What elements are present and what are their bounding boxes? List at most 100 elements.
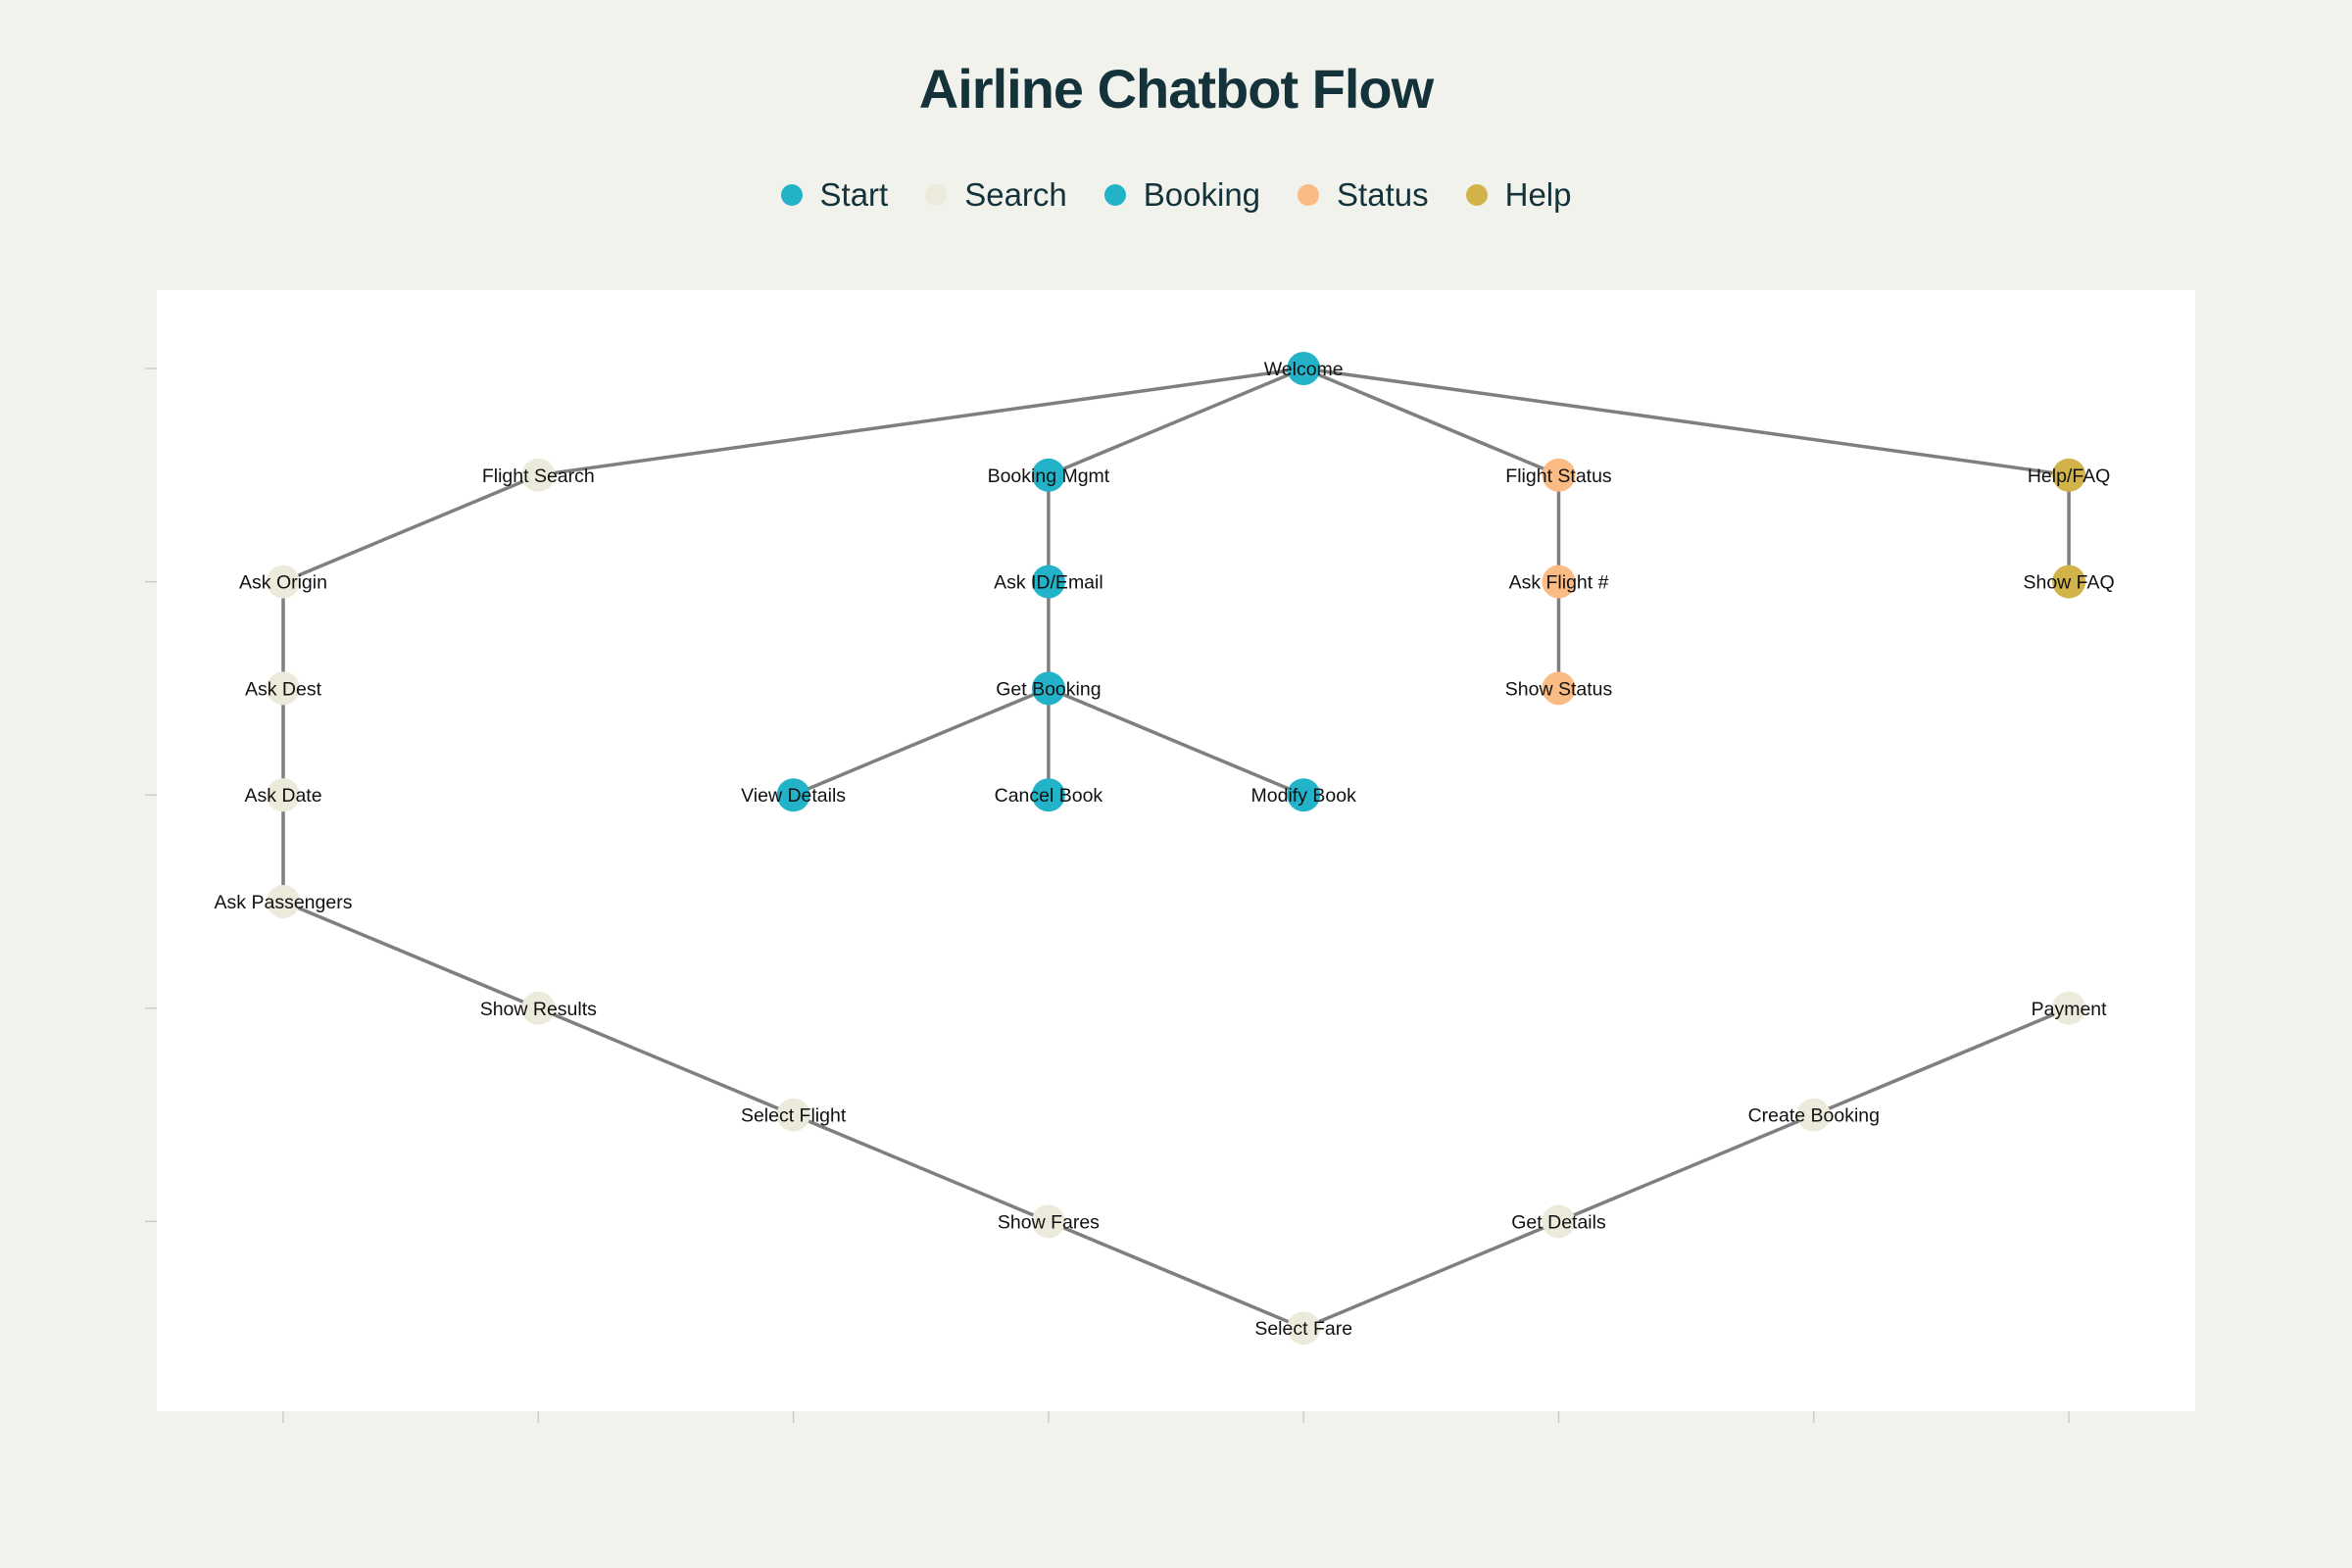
node-marker — [521, 991, 556, 1025]
node-ask-passengers[interactable]: Ask Passengers — [215, 885, 353, 918]
node-label: Ask Origin — [239, 572, 327, 594]
legend-label-help: Help — [1504, 176, 1572, 213]
edge — [1302, 1219, 1560, 1330]
legend-item-help[interactable]: Help — [1465, 176, 1572, 214]
node-label: Welcome — [1264, 359, 1344, 380]
legend-marker-start — [780, 184, 803, 206]
node-welcome[interactable]: Welcome — [1264, 352, 1344, 385]
node-marker — [1287, 1311, 1321, 1346]
node-label: Cancel Book — [995, 785, 1103, 807]
legend-item-start[interactable]: Start — [780, 176, 889, 214]
node-show-status[interactable]: Show Status — [1505, 671, 1613, 706]
node-modify-book[interactable]: Modify Book — [1251, 778, 1357, 812]
node-ask-flight[interactable]: Ask Flight # — [1509, 564, 1609, 599]
edge — [1048, 367, 1304, 477]
legend-label-search: Search — [964, 176, 1067, 213]
edge — [1302, 367, 1560, 477]
legend-marker-status — [1298, 184, 1320, 206]
node-payment[interactable]: Payment — [2032, 991, 2108, 1025]
node-marker — [776, 778, 810, 812]
node-marker — [521, 458, 556, 492]
node-marker — [1031, 778, 1065, 812]
node-label: View Details — [741, 785, 846, 807]
node-label: Get Booking — [996, 678, 1101, 700]
node-ask-dest[interactable]: Ask Dest — [245, 671, 322, 706]
node-help-faq[interactable]: Help/FAQ — [2028, 458, 2111, 492]
node-label: Ask Date — [244, 785, 321, 807]
chart-title: Airline Chatbot Flow — [918, 58, 1434, 120]
legend-item-status[interactable]: Status — [1298, 176, 1429, 214]
node-ask-date[interactable]: Ask Date — [244, 778, 322, 812]
node-cancel-book[interactable]: Cancel Book — [995, 778, 1103, 812]
node-marker — [1542, 458, 1576, 492]
node-marker — [1031, 671, 1065, 706]
legend-label-booking: Booking — [1143, 176, 1261, 213]
edges-layer — [281, 367, 2071, 1330]
node-label: Show Fares — [998, 1211, 1100, 1233]
edge — [282, 473, 539, 584]
node-label: Payment — [2032, 999, 2108, 1020]
node-marker — [1031, 1204, 1065, 1239]
node-select-flight[interactable]: Select Flight — [741, 1098, 847, 1132]
node-select-fare[interactable]: Select Fare — [1254, 1311, 1352, 1346]
node-label: Get Details — [1511, 1211, 1606, 1233]
legend-label-start: Start — [819, 176, 889, 213]
node-label: Select Fare — [1254, 1318, 1352, 1340]
legend-label-status: Status — [1337, 176, 1429, 213]
node-marker — [267, 885, 300, 918]
node-create-booking[interactable]: Create Booking — [1748, 1098, 1880, 1132]
node-marker — [1796, 1098, 1831, 1132]
edge — [1048, 1219, 1304, 1330]
node-marker — [1542, 1204, 1576, 1239]
node-marker — [1542, 671, 1576, 706]
legend-marker-help — [1465, 184, 1488, 206]
node-view-details[interactable]: View Details — [741, 778, 846, 812]
node-flight-status[interactable]: Flight Status — [1505, 458, 1612, 492]
node-label: Ask Passengers — [215, 892, 353, 913]
node-show-fares[interactable]: Show Fares — [998, 1204, 1100, 1239]
node-label: Create Booking — [1748, 1105, 1880, 1127]
legend: Start Search Booking Status Help — [0, 176, 2352, 214]
node-get-booking[interactable]: Get Booking — [996, 671, 1102, 706]
legend-marker-search — [925, 184, 948, 206]
node-marker — [1287, 778, 1321, 812]
edge — [1048, 686, 1304, 797]
edge — [1302, 367, 2070, 477]
node-label: Show Results — [480, 999, 597, 1020]
node-get-details[interactable]: Get Details — [1511, 1204, 1606, 1239]
edge — [538, 367, 1304, 477]
node-label: Booking Mgmt — [988, 466, 1110, 487]
node-marker — [2052, 564, 2086, 599]
edge — [537, 1006, 795, 1117]
node-ask-origin[interactable]: Ask Origin — [239, 564, 327, 599]
node-label: Help/FAQ — [2028, 466, 2111, 487]
node-label: Flight Search — [482, 466, 595, 487]
legend-marker-booking — [1103, 184, 1126, 206]
node-label: Ask Flight # — [1509, 572, 1609, 594]
node-marker — [776, 1098, 810, 1132]
node-label: Show Status — [1505, 678, 1613, 700]
node-marker — [1031, 564, 1065, 599]
plot-area — [157, 290, 2195, 1411]
node-show-results[interactable]: Show Results — [480, 991, 597, 1025]
node-marker — [1287, 352, 1321, 385]
edge — [792, 686, 1050, 797]
node-flight-search[interactable]: Flight Search — [482, 458, 595, 492]
node-marker — [2052, 458, 2086, 492]
node-marker — [2052, 991, 2086, 1025]
legend-item-booking[interactable]: Booking — [1103, 176, 1261, 214]
node-marker — [267, 778, 300, 812]
node-label: Show FAQ — [2023, 572, 2114, 594]
node-marker — [1542, 564, 1576, 599]
legend-item-search[interactable]: Search — [925, 176, 1067, 214]
node-label: Flight Status — [1505, 466, 1612, 487]
node-ask-id-email[interactable]: Ask ID/Email — [994, 564, 1103, 599]
node-label: Modify Book — [1251, 785, 1357, 807]
axis-ticks — [145, 368, 2070, 1423]
node-show-faq[interactable]: Show FAQ — [2023, 564, 2115, 599]
node-booking-mgmt[interactable]: Booking Mgmt — [988, 458, 1110, 492]
node-label: Ask Dest — [245, 678, 322, 700]
